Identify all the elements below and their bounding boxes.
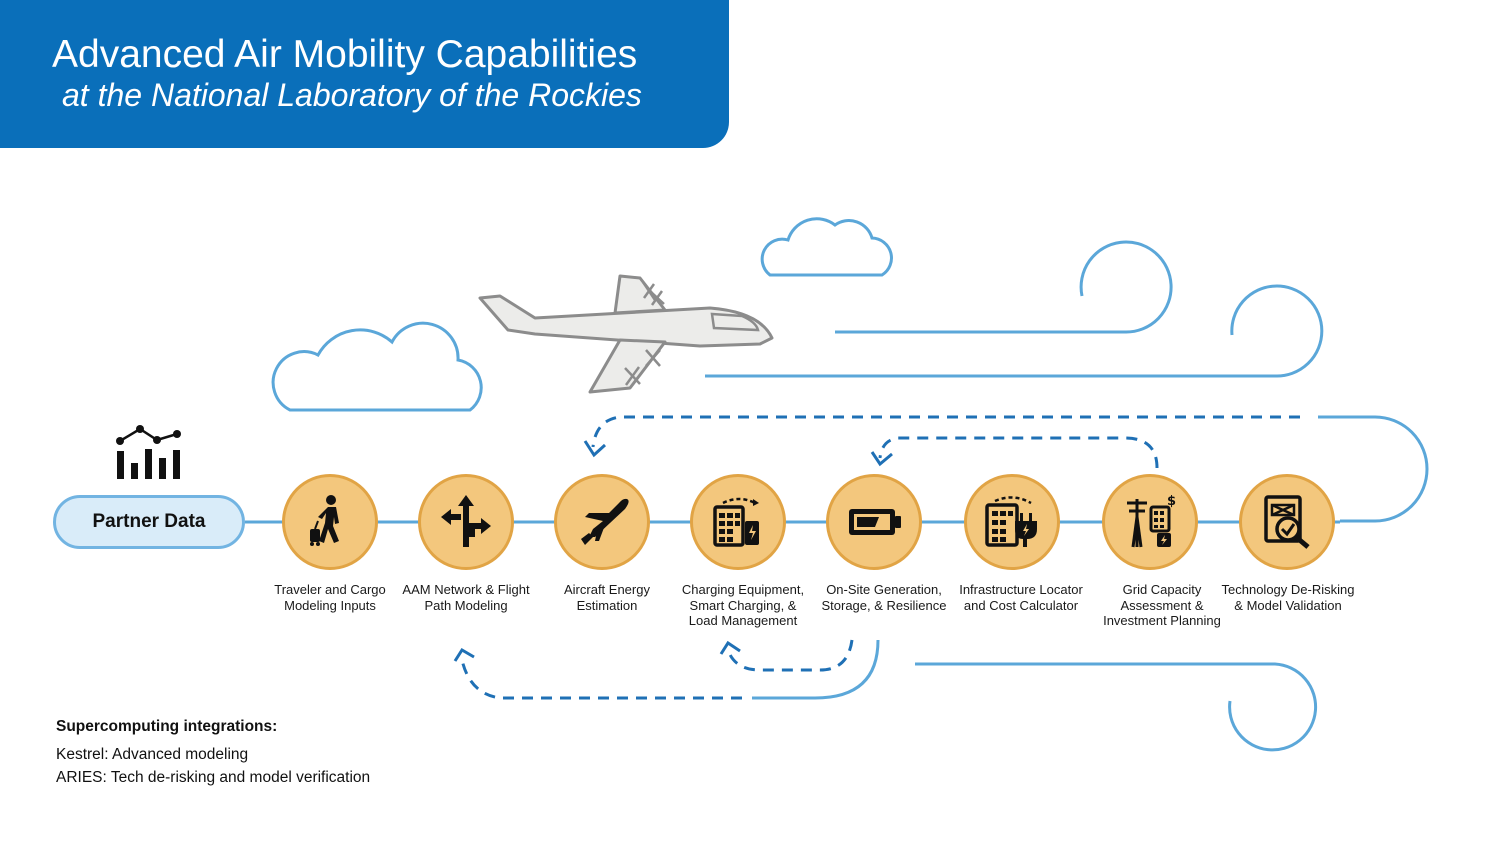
supercomputing-item: ARIES: Tech de-risking and model verific… [56,769,371,786]
dashed-loop-lower-left [460,659,742,700]
step-node-technology-derisking [1239,474,1335,570]
chart-icon [116,425,181,479]
page-subtitle: at the National Laboratory of the Rockie… [62,77,642,113]
page-title: Advanced Air Mobility Capabilities [52,33,638,76]
step-node-onsite-generation [826,474,922,570]
svg-text:$: $ [1167,494,1176,509]
step-node-charging-equipment [690,474,786,570]
partner-data-box: Partner Data [53,495,245,549]
supercomputing-heading: Supercomputing integrations: [56,718,278,735]
dashed-loop-lower-right [726,639,854,672]
airplane-illustration [478,274,774,394]
grid-tower-icon: $ [1127,494,1176,548]
aircraft-icon [581,498,629,545]
arrowhead-lower-right [719,640,741,655]
step-label-charging-equipment: Charging Equipment,Smart Charging, &Load… [681,582,805,628]
route-arrows-icon [441,495,491,547]
step-node-aircraft-energy [554,474,650,570]
arrowhead-top [583,440,607,458]
step-node-infrastructure-locator [964,474,1060,570]
step-node-network-flight-path [418,474,514,570]
cloud-left [271,321,483,412]
dashed-loop-middle [878,436,1159,469]
right-loop-line [1318,415,1429,523]
supercomputing-item: Kestrel: Advanced modeling [56,746,249,763]
supercomputing-notes: Supercomputing integrations: Kestrel: Ad… [56,718,370,792]
arrowhead-middle [870,451,893,467]
feedback-curve-lower [752,639,880,700]
step-label-technology-derisking: Technology De-Risking& Model Validation [1221,582,1355,613]
title-banner: Advanced Air Mobility Capabilities at th… [0,0,729,148]
wind-swirl-lower [915,662,1318,752]
arrowhead-lower-left [453,647,475,662]
wind-swirl-upper [835,240,1173,334]
validation-document-icon [1264,495,1310,549]
wind-swirl-middle [705,284,1324,378]
calculator-plug-icon [985,496,1037,547]
traveler-icon [310,495,339,546]
step-label-onsite-generation: On-Site Generation,Storage, & Resilience [821,582,947,613]
step-node-traveler-cargo [282,474,378,570]
charging-station-icon [713,497,759,547]
dashed-loop-top [591,415,1300,448]
step-node-grid-capacity: $ [1102,474,1198,570]
battery-icon [849,509,901,535]
cloud-top [760,217,893,277]
partner-data-label: Partner Data [92,511,206,532]
